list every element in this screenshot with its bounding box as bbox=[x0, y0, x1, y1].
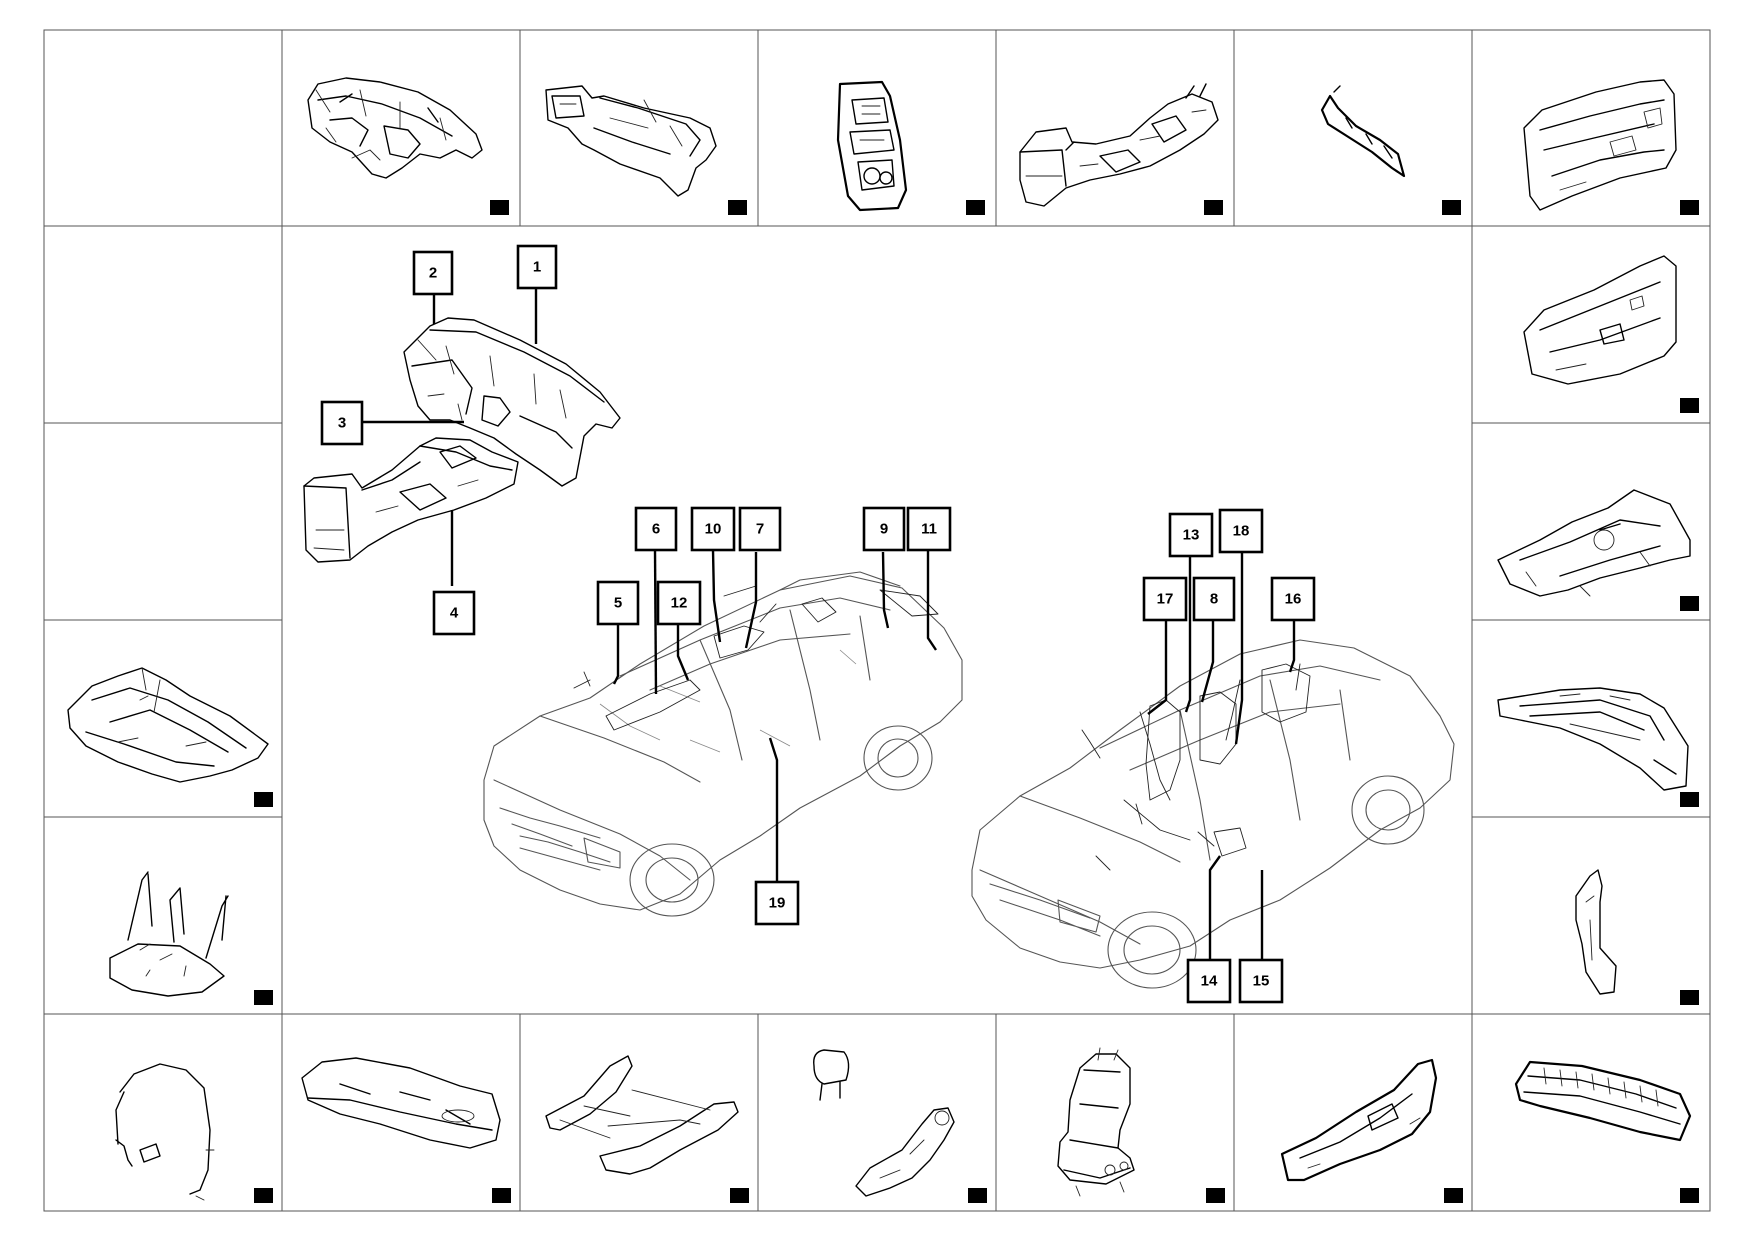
callout-18[interactable]: 18 bbox=[1218, 508, 1264, 554]
callout-7[interactable]: 7 bbox=[738, 506, 782, 552]
callout-17[interactable]: 17 bbox=[1142, 576, 1188, 622]
cell-marker bbox=[1680, 792, 1699, 807]
callout-1[interactable]: 1 bbox=[516, 244, 558, 290]
callout-19[interactable]: 19 bbox=[754, 880, 800, 926]
callout-5[interactable]: 5 bbox=[596, 580, 640, 626]
callout-14[interactable]: 14 bbox=[1186, 958, 1232, 1004]
callout-10[interactable]: 10 bbox=[690, 506, 736, 552]
svg-text:14: 14 bbox=[1201, 973, 1218, 990]
cell-marker bbox=[966, 200, 985, 215]
svg-text:1: 1 bbox=[533, 259, 541, 276]
thumb-center-pillar-trim[interactable] bbox=[1575, 869, 1699, 1005]
cell-marker bbox=[254, 990, 273, 1005]
callout-4[interactable]: 4 bbox=[432, 590, 476, 636]
thumb-center-fascia[interactable] bbox=[836, 80, 985, 215]
thumb-luggage-trim[interactable] bbox=[1514, 1060, 1699, 1203]
thumb-front-seat-belt[interactable] bbox=[115, 1063, 273, 1203]
callout-9[interactable]: 9 bbox=[862, 506, 906, 552]
main-sedan-left bbox=[483, 571, 963, 917]
callout-16[interactable]: 16 bbox=[1270, 576, 1316, 622]
svg-text:6: 6 bbox=[652, 521, 660, 538]
leader-lines bbox=[362, 288, 1296, 960]
cell-marker bbox=[254, 792, 273, 807]
cell-marker bbox=[1206, 1188, 1225, 1203]
callout-6[interactable]: 6 bbox=[634, 506, 678, 552]
svg-text:3: 3 bbox=[338, 415, 346, 432]
callout-2[interactable]: 2 bbox=[412, 250, 454, 296]
thumb-floor-carpet[interactable] bbox=[67, 667, 273, 807]
thumb-rocker-trim[interactable] bbox=[1280, 1058, 1463, 1203]
svg-text:11: 11 bbox=[921, 521, 937, 538]
cell-marker bbox=[1680, 990, 1699, 1005]
svg-text:5: 5 bbox=[614, 595, 622, 612]
thumb-instrument-cluster-trim[interactable] bbox=[545, 85, 747, 215]
cell-marker bbox=[1204, 200, 1223, 215]
cell-marker bbox=[1444, 1188, 1463, 1203]
cell-marker bbox=[492, 1188, 511, 1203]
svg-text:15: 15 bbox=[1253, 973, 1270, 990]
svg-text:19: 19 bbox=[769, 895, 786, 912]
cell-marker bbox=[254, 1188, 273, 1203]
svg-text:10: 10 bbox=[705, 521, 722, 538]
cell-marker bbox=[1680, 1188, 1699, 1203]
callout-12[interactable]: 12 bbox=[656, 580, 702, 626]
grid-lines bbox=[43, 29, 1711, 1212]
svg-text:4: 4 bbox=[450, 605, 459, 622]
thumb-rear-door-trim[interactable] bbox=[1523, 255, 1699, 413]
thumb-rear-seat-cushion[interactable] bbox=[301, 1057, 511, 1203]
svg-text:2: 2 bbox=[429, 265, 437, 282]
main-sedan-right bbox=[971, 639, 1455, 989]
cell-marker bbox=[490, 200, 509, 215]
cell-marker bbox=[1680, 596, 1699, 611]
thumb-front-door-trim[interactable] bbox=[1523, 79, 1699, 215]
svg-text:9: 9 bbox=[880, 521, 888, 538]
callout-13[interactable]: 13 bbox=[1168, 512, 1214, 558]
cell-marker bbox=[1680, 398, 1699, 413]
thumb-seat-headrest-frame[interactable] bbox=[813, 1049, 987, 1203]
cell-marker bbox=[968, 1188, 987, 1203]
svg-text:18: 18 bbox=[1233, 523, 1250, 540]
svg-text:16: 16 bbox=[1285, 591, 1302, 608]
callout-3[interactable]: 3 bbox=[320, 400, 364, 446]
svg-text:12: 12 bbox=[671, 595, 688, 612]
thumb-seat-track[interactable] bbox=[545, 1055, 749, 1203]
thumb-rear-seat-belts[interactable] bbox=[109, 871, 273, 1005]
callout-15[interactable]: 15 bbox=[1238, 958, 1284, 1004]
thumb-instrument-panel[interactable] bbox=[307, 77, 509, 215]
cell-marker bbox=[1442, 200, 1461, 215]
thumb-front-seat[interactable] bbox=[1057, 1047, 1225, 1203]
callout-11[interactable]: 11 bbox=[906, 506, 952, 552]
svg-text:13: 13 bbox=[1183, 527, 1200, 544]
svg-text:7: 7 bbox=[756, 521, 764, 538]
callout-8[interactable]: 8 bbox=[1192, 576, 1236, 622]
cell-marker bbox=[1680, 200, 1699, 215]
thumb-package-tray[interactable] bbox=[1497, 687, 1699, 807]
cell-marker bbox=[730, 1188, 749, 1203]
svg-text:17: 17 bbox=[1157, 591, 1174, 608]
thumb-floor-console[interactable] bbox=[1019, 83, 1223, 215]
main-dashboard-assembly bbox=[303, 317, 621, 563]
thumb-instrument-panel-brace[interactable] bbox=[1320, 85, 1461, 215]
cell-marker bbox=[728, 200, 747, 215]
svg-text:8: 8 bbox=[1210, 591, 1218, 608]
thumb-headliner[interactable] bbox=[1497, 489, 1699, 611]
